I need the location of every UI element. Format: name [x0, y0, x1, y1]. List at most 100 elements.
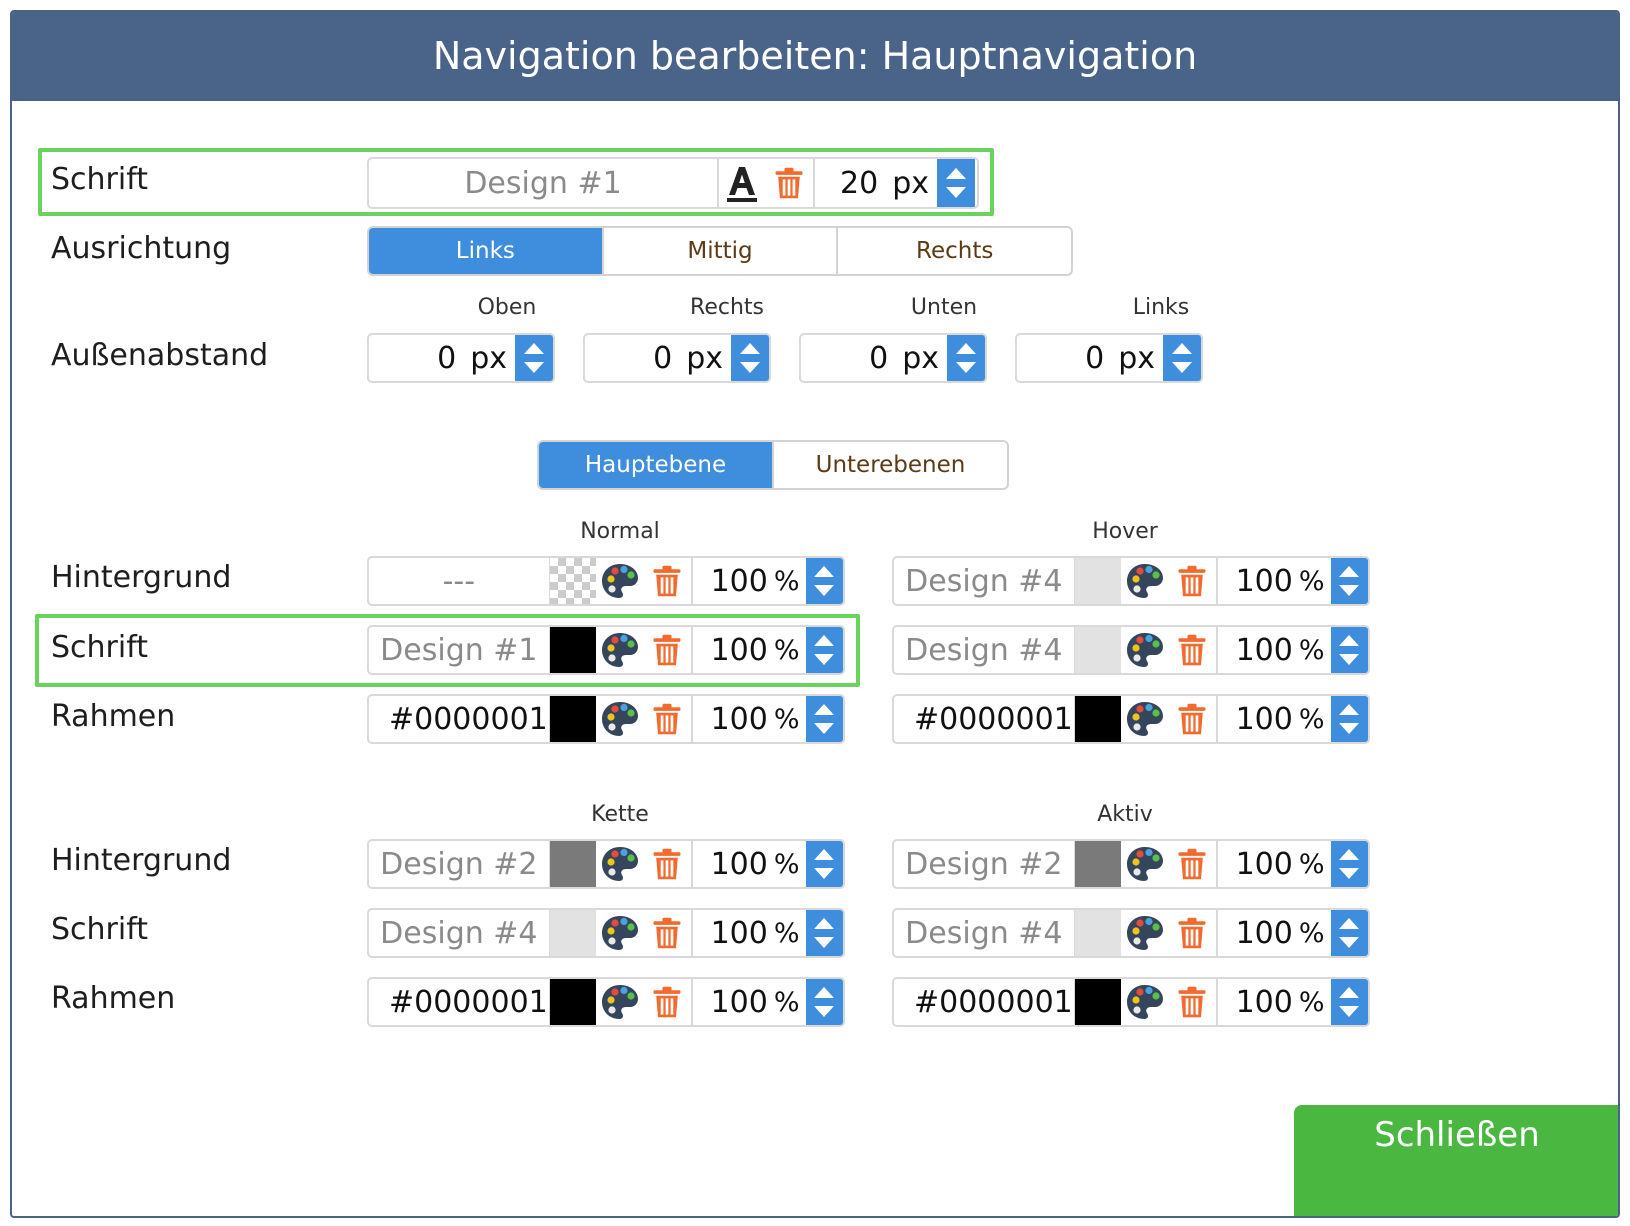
trash-icon[interactable] [644, 696, 691, 742]
font-size-stepper[interactable] [937, 159, 975, 207]
group2-font-right-color-field[interactable]: Design #4 100% [892, 908, 1370, 958]
group2-background-left-opacity-stepper[interactable] [805, 841, 843, 887]
group1-font-left-swatch[interactable] [548, 627, 597, 673]
group1-border-right-value[interactable]: #0000001 [914, 701, 1073, 737]
group2-font-left-value[interactable]: Design #4 [380, 915, 538, 951]
group2-background-left-swatch[interactable] [548, 841, 597, 887]
group2-border-left-opacity-input[interactable]: 100% [690, 979, 806, 1025]
palette-icon[interactable] [596, 696, 643, 742]
trash-icon[interactable] [1169, 696, 1216, 742]
palette-icon[interactable] [596, 979, 643, 1025]
group2-border-left-value[interactable]: #0000001 [389, 984, 548, 1020]
group2-border-left-color-field[interactable]: #0000001 100% [367, 977, 845, 1027]
margin-right-stepper[interactable] [731, 335, 769, 381]
palette-icon[interactable] [1121, 910, 1168, 956]
group2-border-right-opacity-input[interactable]: 100% [1215, 979, 1331, 1025]
trash-icon[interactable] [1168, 841, 1215, 887]
trash-icon[interactable] [643, 558, 690, 604]
group1-background-left-color-field[interactable]: --- 100% [367, 556, 845, 606]
group1-border-right-opacity-input[interactable]: 100% [1215, 696, 1331, 742]
group1-font-right-value[interactable]: Design #4 [905, 632, 1063, 668]
group1-border-left-value[interactable]: #0000001 [389, 701, 548, 737]
group1-border-left-color-field[interactable]: #0000001 100% [367, 694, 845, 744]
trash-icon[interactable] [1169, 979, 1216, 1025]
trash-icon[interactable] [1168, 627, 1215, 673]
group1-border-left-swatch[interactable] [548, 696, 597, 742]
group1-border-right-color-field[interactable]: #0000001 100% [892, 694, 1370, 744]
margin-bottom-stepper[interactable] [947, 335, 985, 381]
palette-icon[interactable] [1121, 627, 1168, 673]
group1-font-left-color-field[interactable]: Design #1 100% [367, 625, 845, 675]
alignment-center-button[interactable]: Mittig [604, 228, 839, 274]
group2-font-right-opacity-input[interactable]: 100% [1215, 910, 1331, 956]
trash-icon[interactable] [1168, 910, 1215, 956]
group1-font-right-color-field[interactable]: Design #4 100% [892, 625, 1370, 675]
group2-font-left-opacity-input[interactable]: 100% [690, 910, 806, 956]
group2-border-right-color-field[interactable]: #0000001 100% [892, 977, 1370, 1027]
group1-font-right-opacity-stepper[interactable] [1330, 627, 1368, 673]
group2-background-right-opacity-stepper[interactable] [1330, 841, 1368, 887]
group1-background-right-value[interactable]: Design #4 [905, 563, 1063, 599]
palette-icon[interactable] [596, 627, 643, 673]
font-size-input[interactable]: 20 px [813, 159, 937, 207]
font-selector[interactable]: Design #1 20 px [367, 157, 979, 209]
group1-border-right-opacity-stepper[interactable] [1330, 696, 1368, 742]
group1-background-right-color-field[interactable]: Design #4 100% [892, 556, 1370, 606]
group2-border-right-swatch[interactable] [1073, 979, 1122, 1025]
group1-background-left-opacity-input[interactable]: 100% [690, 558, 806, 604]
palette-icon[interactable] [1121, 558, 1168, 604]
group2-background-right-swatch[interactable] [1073, 841, 1122, 887]
group2-background-left-opacity-input[interactable]: 100% [690, 841, 806, 887]
group1-border-left-opacity-input[interactable]: 100% [690, 696, 806, 742]
group1-font-left-value[interactable]: Design #1 [380, 632, 538, 668]
palette-icon[interactable] [1121, 979, 1168, 1025]
group2-background-right-value[interactable]: Design #2 [905, 846, 1063, 882]
group1-border-right-swatch[interactable] [1073, 696, 1122, 742]
group2-background-left-color-field[interactable]: Design #2 100% [367, 839, 845, 889]
group2-font-right-value[interactable]: Design #4 [905, 915, 1063, 951]
font-design-value[interactable]: Design #1 [464, 165, 622, 201]
font-delete-icon[interactable] [765, 159, 813, 207]
group1-background-left-opacity-stepper[interactable] [805, 558, 843, 604]
group2-border-left-swatch[interactable] [548, 979, 597, 1025]
palette-icon[interactable] [596, 558, 643, 604]
palette-icon[interactable] [1121, 696, 1168, 742]
trash-icon[interactable] [643, 910, 690, 956]
group2-font-right-opacity-stepper[interactable] [1330, 910, 1368, 956]
group1-background-right-opacity-input[interactable]: 100% [1215, 558, 1331, 604]
palette-icon[interactable] [1121, 841, 1168, 887]
group2-background-right-opacity-input[interactable]: 100% [1215, 841, 1331, 887]
margin-top-stepper[interactable] [515, 335, 553, 381]
margin-left-stepper[interactable] [1163, 335, 1201, 381]
group2-border-right-opacity-stepper[interactable] [1330, 979, 1368, 1025]
palette-icon[interactable] [596, 841, 643, 887]
group1-background-right-opacity-stepper[interactable] [1330, 558, 1368, 604]
trash-icon[interactable] [643, 841, 690, 887]
tab-sub-levels[interactable]: Unterebenen [815, 452, 966, 478]
group1-font-right-swatch[interactable] [1073, 627, 1122, 673]
trash-icon[interactable] [1168, 558, 1215, 604]
trash-icon[interactable] [643, 627, 690, 673]
trash-icon[interactable] [644, 979, 691, 1025]
group2-border-right-value[interactable]: #0000001 [914, 984, 1073, 1020]
group2-border-left-opacity-stepper[interactable] [805, 979, 843, 1025]
group1-font-right-opacity-input[interactable]: 100% [1215, 627, 1331, 673]
group1-background-left-value[interactable]: --- [442, 563, 476, 599]
group2-font-left-color-field[interactable]: Design #4 100% [367, 908, 845, 958]
font-color-icon[interactable] [717, 159, 765, 207]
palette-icon[interactable] [596, 910, 643, 956]
group1-background-right-swatch[interactable] [1073, 558, 1122, 604]
group1-font-left-opacity-stepper[interactable] [805, 627, 843, 673]
close-button[interactable]: Schließen [1294, 1105, 1618, 1216]
group1-font-left-opacity-input[interactable]: 100% [690, 627, 806, 673]
tab-main-level[interactable]: Hauptebene [539, 442, 774, 488]
group2-background-left-value[interactable]: Design #2 [380, 846, 538, 882]
alignment-left-button[interactable]: Links [369, 228, 604, 274]
group2-background-right-color-field[interactable]: Design #2 100% [892, 839, 1370, 889]
group2-font-left-opacity-stepper[interactable] [805, 910, 843, 956]
group1-border-left-opacity-stepper[interactable] [805, 696, 843, 742]
